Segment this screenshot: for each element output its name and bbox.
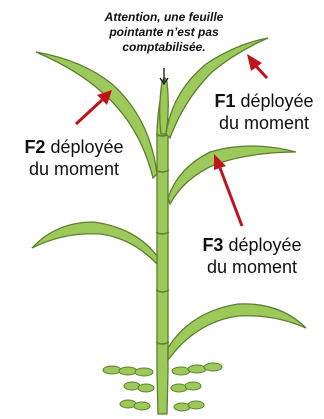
pointing-leaf-note: Attention, une feuille pointante n’est p… (66, 10, 262, 55)
plant-stem (156, 95, 169, 415)
label-f2-code: F2 (24, 137, 46, 157)
label-f1-word: déployée (240, 91, 314, 111)
leaf-bottom-right (167, 303, 307, 362)
label-f1-code: F1 (214, 91, 236, 111)
leaf-lower-left (31, 221, 158, 266)
leaf-f1 (165, 37, 269, 140)
note-pointer-arrow (159, 68, 169, 86)
label-f3-word: déployée (228, 235, 302, 255)
arrow-f2 (74, 90, 112, 126)
note-line-2: pointante n’est pas (109, 25, 219, 39)
leaf-f2 (35, 51, 158, 180)
pointing-leaf (159, 77, 169, 135)
label-f3-code: F3 (202, 235, 224, 255)
note-line-1: Attention, une feuille (104, 10, 224, 24)
label-f1-line2: du moment (218, 113, 310, 133)
tiller-beads (102, 362, 223, 412)
arrow-f1 (247, 54, 269, 80)
leaf-f3 (167, 145, 297, 206)
label-f2-line2: du moment (28, 159, 120, 179)
label-f3-line2: du moment (206, 257, 298, 277)
note-line-3: comptabilisée. (122, 40, 206, 54)
label-f2: F2 déployée du moment (8, 136, 140, 180)
arrow-f3 (214, 154, 244, 227)
label-f1: F1 déployée du moment (202, 90, 324, 134)
label-f3: F3 déployée du moment (186, 234, 318, 278)
label-f2-word: déployée (50, 137, 124, 157)
